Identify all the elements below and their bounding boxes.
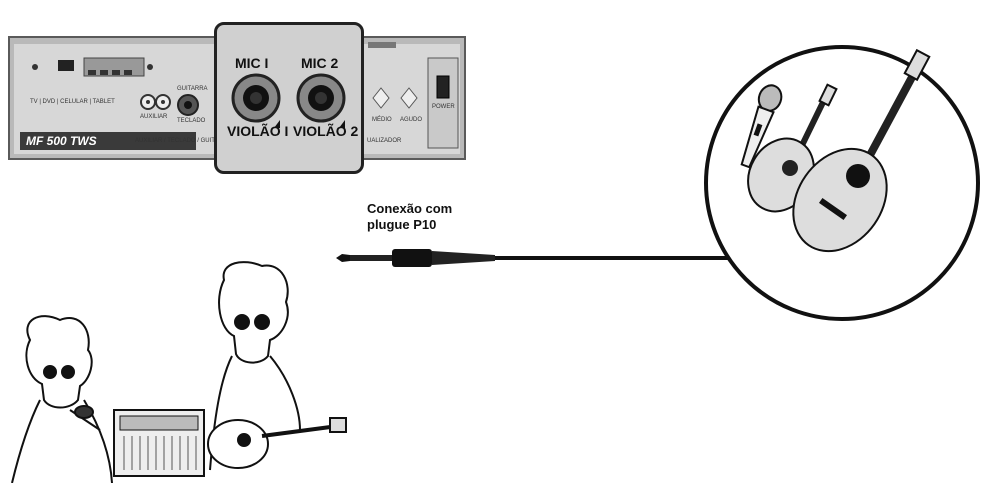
- p10-plug-icon: [336, 249, 495, 267]
- amplifier-icon: [114, 410, 204, 476]
- musician-singer: [12, 316, 112, 483]
- musician-guitarist: [208, 262, 346, 470]
